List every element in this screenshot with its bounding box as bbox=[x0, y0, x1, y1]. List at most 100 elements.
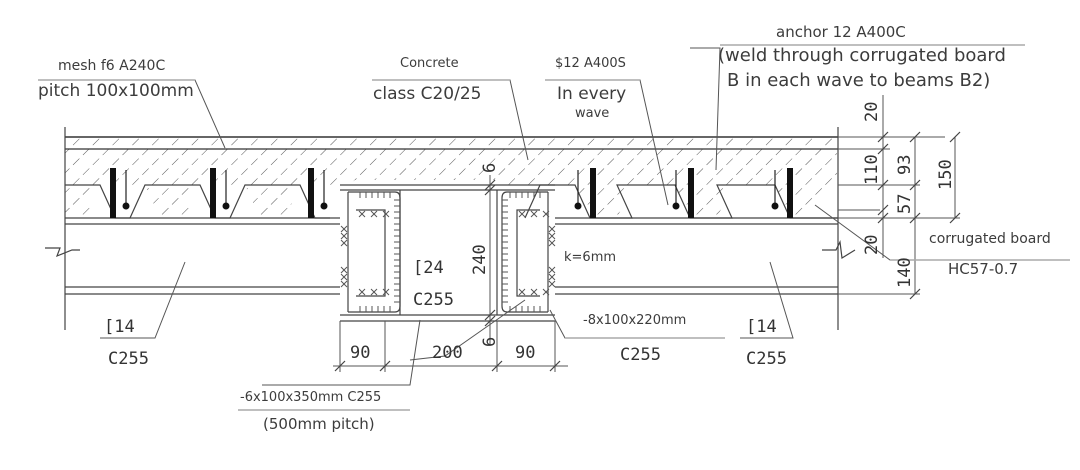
weld-cross bbox=[382, 210, 390, 218]
center-channel-profile: [24 bbox=[413, 258, 444, 278]
dimension-tick bbox=[379, 360, 391, 372]
dimension-tick bbox=[909, 131, 921, 143]
weld-cross bbox=[370, 210, 378, 218]
dimension-tick bbox=[484, 309, 496, 321]
weld-cross bbox=[358, 210, 366, 218]
dimension-tick bbox=[484, 184, 496, 196]
concrete-slab bbox=[64, 127, 839, 330]
mesh-label: mesh f6 A240C bbox=[58, 58, 166, 74]
rebar-every-label: In every bbox=[557, 84, 627, 104]
rebar-dot bbox=[122, 202, 130, 210]
dim-slab-upper: 110 bbox=[862, 154, 882, 185]
break-symbol-left bbox=[45, 247, 80, 258]
dimension-tick bbox=[877, 204, 889, 216]
dim-channel-height: 240 bbox=[470, 244, 490, 275]
anchor-note-line2: B in each wave to beams B2) bbox=[727, 70, 991, 91]
dim-width-right: 90 bbox=[515, 343, 536, 363]
anchor-stud bbox=[210, 168, 216, 218]
side-plate-label: -8x100x220mm bbox=[583, 313, 687, 328]
dimension-tick bbox=[484, 179, 496, 191]
dim-top-cover: 20 bbox=[862, 101, 882, 122]
dimension-tick bbox=[484, 315, 496, 327]
weld-cross bbox=[530, 210, 538, 218]
weld-cross bbox=[340, 232, 348, 240]
dim-plate-top: 6 bbox=[480, 162, 500, 173]
rebar-wave-label: wave bbox=[575, 106, 610, 121]
weld-cross bbox=[530, 288, 538, 296]
left-beam-c14 bbox=[65, 217, 340, 295]
anchor-note-line1: (weld through corrugated board bbox=[718, 45, 1006, 66]
weld-cross bbox=[340, 239, 348, 247]
anchor-stud bbox=[688, 168, 694, 218]
bottom-plate-label: -6x100x350mm C255 bbox=[240, 390, 382, 405]
weld-cross bbox=[548, 239, 556, 247]
dim-total-slab: 150 bbox=[936, 159, 956, 190]
anchor-stud bbox=[110, 168, 116, 218]
weld-cross bbox=[548, 266, 556, 274]
dimension-tick bbox=[949, 212, 961, 224]
left-beam-steel: C255 bbox=[108, 349, 149, 369]
weld-cross bbox=[340, 280, 348, 288]
dimension-ticks bbox=[334, 131, 961, 372]
weld-cross bbox=[548, 232, 556, 240]
corrugated-board-label: corrugated board bbox=[929, 231, 1051, 247]
weld-cross bbox=[518, 210, 526, 218]
right-beam-profile: [14 bbox=[746, 317, 777, 337]
weld-cross bbox=[518, 288, 526, 296]
label-underlines bbox=[38, 44, 1070, 411]
reinforcement bbox=[110, 168, 793, 218]
dimension-lines-right bbox=[838, 95, 960, 295]
weld-ticks bbox=[340, 192, 556, 312]
dimension-tick bbox=[491, 360, 503, 372]
weld-cross bbox=[340, 266, 348, 274]
anchor-stud bbox=[308, 168, 314, 218]
dim-topping: 93 bbox=[895, 154, 915, 175]
weld-cross bbox=[548, 280, 556, 288]
anchor-stud bbox=[787, 168, 793, 218]
dim-plate-bottom: 6 bbox=[480, 336, 500, 347]
rebar-dot bbox=[574, 202, 582, 210]
dimension-tick bbox=[909, 288, 921, 300]
dim-width-center: 200 bbox=[432, 343, 463, 363]
dimension-tick bbox=[949, 131, 961, 143]
rebar-dot bbox=[771, 202, 779, 210]
weld-cross bbox=[370, 288, 378, 296]
dim-beam-height: 140 bbox=[895, 257, 915, 288]
weld-cross bbox=[382, 288, 390, 296]
dim-bottom-offset: 20 bbox=[862, 234, 882, 255]
left-beam-profile: [14 bbox=[104, 317, 135, 337]
concrete-label: Concrete bbox=[400, 56, 459, 71]
dimension-tick bbox=[877, 143, 889, 155]
weld-cross bbox=[542, 210, 550, 218]
dimension-tick bbox=[549, 360, 561, 372]
weld-cross bbox=[548, 225, 556, 233]
concrete-class-label: class C20/25 bbox=[373, 84, 482, 104]
dimension-tick bbox=[877, 179, 889, 191]
rebar-dot bbox=[222, 202, 230, 210]
dimension-tick bbox=[334, 360, 346, 372]
dimension-lines-bottom bbox=[333, 175, 568, 372]
mesh-pitch-label: pitch 100x100mm bbox=[38, 81, 194, 101]
weld-cross bbox=[548, 273, 556, 281]
anchor-label: anchor 12 A400C bbox=[776, 23, 906, 41]
dimension-tick bbox=[877, 212, 889, 224]
dimension-tick bbox=[877, 131, 889, 143]
center-channel-steel: C255 bbox=[413, 290, 454, 310]
break-symbol-right bbox=[822, 239, 856, 259]
rebar-dot bbox=[320, 202, 328, 210]
side-plate-steel: C255 bbox=[620, 345, 661, 365]
dimension-tick bbox=[909, 212, 921, 224]
dim-width-left: 90 bbox=[350, 343, 371, 363]
weld-cross bbox=[340, 273, 348, 281]
corrugated-board-type: HC57-0.7 bbox=[948, 260, 1019, 278]
bottom-plate-pitch: (500mm pitch) bbox=[263, 415, 375, 433]
weld-cross bbox=[358, 288, 366, 296]
dimension-tick bbox=[909, 179, 921, 191]
rebar-dot bbox=[672, 202, 680, 210]
weld-size-label: k=6mm bbox=[564, 250, 617, 265]
anchor-stud bbox=[590, 168, 596, 218]
right-beam-steel: C255 bbox=[746, 349, 787, 369]
dim-rib-height: 57 bbox=[895, 193, 915, 214]
rebar-label: $12 A400S bbox=[555, 56, 626, 71]
